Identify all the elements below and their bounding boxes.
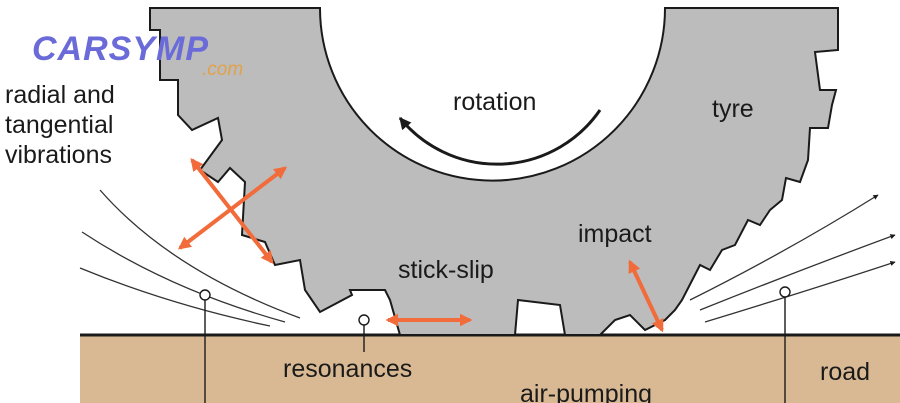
stick-slip-label: stick-slip (398, 256, 494, 284)
air-flow-lines-left (79, 189, 301, 327)
carsymp-logo: CARSYMP .com (32, 30, 243, 79)
air-pumping-label: air-pumping (520, 380, 653, 403)
logo-suffix: .com (202, 59, 244, 80)
vibrations-label-line-1: radial and (5, 81, 115, 109)
tyre-body (149, 7, 839, 336)
rotation-arrow (398, 109, 602, 166)
vibrations-label: radial and tangential vibrations (5, 80, 115, 170)
logo-brand: CARSYMP (32, 30, 210, 68)
impact-arrow (628, 259, 664, 333)
road-label: road (820, 358, 871, 386)
vibration-arrows (177, 157, 288, 265)
tyre-label: tyre (712, 95, 754, 123)
resonances-label: resonances (283, 355, 413, 383)
pointer-lines (199, 286, 791, 403)
air-flow-lines-right (689, 194, 896, 323)
impact-label: impact (578, 220, 652, 248)
road-surface (80, 335, 900, 403)
vibrations-label-line-2: tangential (5, 111, 114, 139)
vibrations-label-line-3: vibrations (5, 141, 112, 169)
rotation-label: rotation (453, 88, 537, 116)
